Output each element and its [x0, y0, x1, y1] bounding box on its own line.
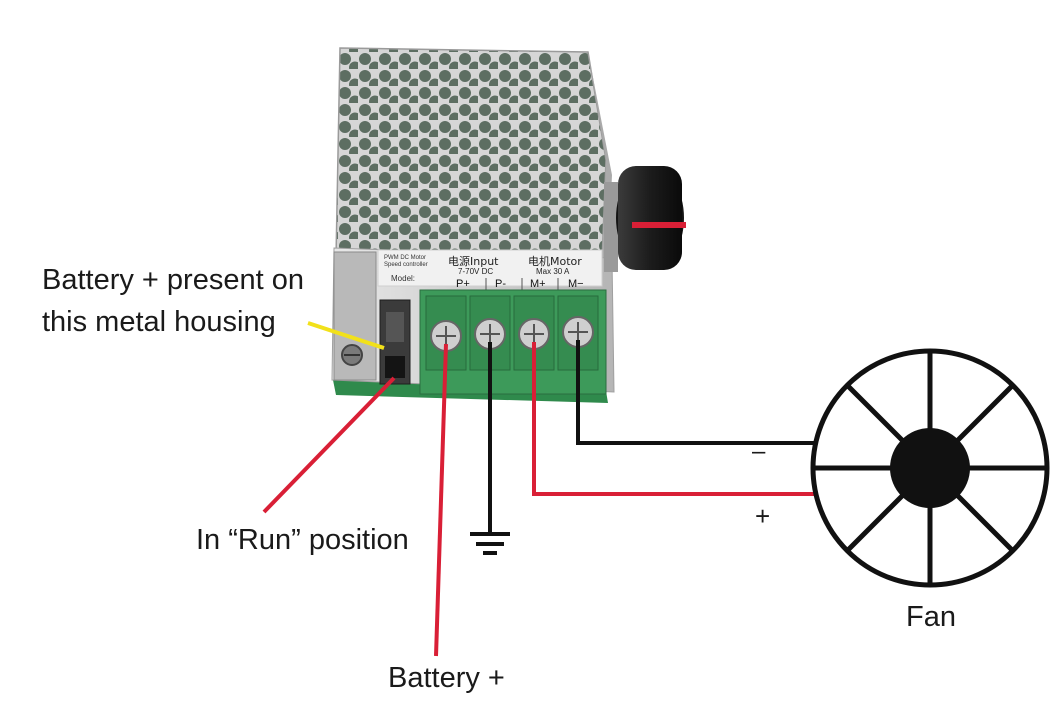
motor-label: 电机Motor — [528, 254, 582, 268]
fan-hub — [890, 428, 970, 508]
wire-plus-label: + — [755, 501, 771, 531]
housing-pointer — [307, 321, 385, 350]
knob-shaft — [604, 182, 618, 272]
wire-minus-label: – — [752, 438, 766, 465]
knob-indicator — [632, 222, 686, 228]
run-switch-body — [386, 312, 404, 342]
housing-label-line-1: Battery + present on — [42, 264, 304, 296]
product-line-1: PWM DC Motor — [384, 255, 426, 261]
fan-label: Fan — [906, 601, 956, 633]
motor-minus-wire — [576, 340, 900, 445]
perforated-cover — [335, 47, 607, 263]
motor-spec: Max 30 A — [536, 267, 570, 276]
ground-symbol — [470, 342, 510, 555]
terminal-label-m-minus: M− — [568, 278, 584, 290]
run-position-label: In “Run” position — [196, 524, 409, 556]
product-line-2: Speed controller — [384, 262, 428, 268]
terminal-label-p-minus: P- — [495, 278, 506, 290]
speed-controller: PWM DC Motor Speed controller Model: 电源I… — [331, 47, 686, 403]
terminal-label-p-plus: P+ — [456, 278, 470, 290]
input-label: 电源Input — [448, 254, 499, 268]
run-switch-pointer — [262, 376, 396, 514]
battery-plus-wire — [434, 343, 448, 657]
speed-knob — [618, 166, 682, 270]
fan-symbol — [810, 348, 1050, 588]
terminal-label-m-plus: M+ — [530, 278, 546, 290]
housing-label-line-2: this metal housing — [42, 306, 276, 338]
input-spec: 7-70V DC — [458, 267, 493, 276]
model-label: Model: — [391, 274, 415, 283]
spec-label-panel — [377, 249, 603, 287]
motor-plus-wire — [532, 342, 898, 496]
battery-plus-label: Battery + — [388, 662, 505, 694]
terminal-screw-m-minus — [557, 295, 599, 371]
run-switch-slider — [385, 356, 405, 378]
